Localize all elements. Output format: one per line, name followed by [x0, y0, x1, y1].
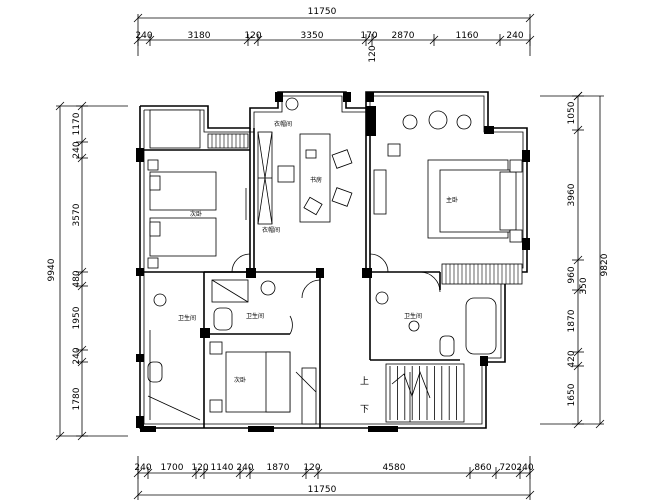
- master-bedroom-label: 主卧: [446, 196, 458, 204]
- wardrobe: [301, 367, 317, 425]
- right-segment-dimension: 1870: [567, 309, 577, 332]
- bottom-segment-dimension: 4580: [383, 463, 406, 473]
- bottom-segment-dimension: 720: [499, 463, 516, 473]
- study-label: 书房: [310, 176, 322, 184]
- armchair-icon: [402, 114, 418, 130]
- bottom-total-dimension: 11750: [308, 485, 337, 495]
- bottom-segment-dimension: 1700: [161, 463, 184, 473]
- bathroom-label: 卫生间: [246, 312, 264, 320]
- bottom-segment-dimension: 240: [236, 463, 253, 473]
- stair-down-label: 下: [360, 405, 369, 415]
- bedroom-label: 次卧: [190, 210, 202, 218]
- bedroom-label: 次卧: [234, 376, 246, 384]
- right-segment-dimension: 420: [567, 350, 577, 367]
- sink-icon: [153, 293, 167, 307]
- left-segment-dimension: 3570: [72, 203, 82, 226]
- center-bathroom: 卫生间: [211, 279, 276, 331]
- master-bedroom: 主卧: [373, 110, 523, 285]
- bathroom-label: 卫生间: [404, 312, 422, 320]
- plant-icon: [285, 97, 299, 111]
- left-segment-dimension: 1780: [72, 387, 82, 410]
- top-segment-dimension: 240: [506, 31, 523, 41]
- sink-icon: [375, 291, 389, 305]
- bathtub-icon: [465, 297, 497, 355]
- right-total-dimension: 9820: [600, 253, 610, 276]
- stair-up-label: 上: [360, 376, 369, 387]
- bottom-segment-dimension: 120: [191, 463, 208, 473]
- armchair-icon: [456, 114, 472, 130]
- side-table-icon: [428, 110, 448, 130]
- right-segment-dimension: 960: [567, 266, 577, 283]
- top-dimension-lines: [133, 13, 535, 56]
- top-segment-dimension: 2870: [392, 31, 415, 41]
- closet-label: 衣帽间: [274, 120, 292, 128]
- chair-icon: [331, 187, 353, 207]
- left-segment-dimension: 1170: [72, 112, 82, 135]
- bottom-segment-dimension: 860: [474, 463, 491, 473]
- bottom-segment-dimension: 240: [516, 463, 533, 473]
- interior-walls: [140, 106, 460, 428]
- left-total-dimension: 9940: [47, 258, 57, 281]
- bed-icon: [149, 171, 217, 211]
- chair-icon: [305, 149, 317, 159]
- top-extra-dimension: 120: [368, 45, 378, 62]
- chair-icon: [303, 196, 323, 216]
- desk: [373, 169, 387, 215]
- bottom-segment-dimension: 1870: [267, 463, 290, 473]
- study-room: 书房 衣帽间 衣帽间: [257, 97, 353, 234]
- right-extra-dimension: 350: [579, 277, 589, 294]
- right-segment-dimension: 1050: [567, 101, 577, 124]
- toilet-icon: [213, 307, 233, 331]
- top-segment-dimension: 1160: [456, 31, 479, 41]
- left-segment-dimension: 1950: [72, 306, 82, 329]
- left-bedroom: 次卧: [147, 109, 249, 269]
- center-bedroom: 次卧: [209, 341, 317, 425]
- top-total-dimension: 11750: [308, 7, 337, 17]
- bottom-segment-dimension: 120: [303, 463, 320, 473]
- left-segment-dimension: 480: [72, 270, 82, 287]
- right-segment-dimension: 1650: [567, 383, 577, 406]
- toilet-icon: [147, 361, 163, 383]
- top-segment-dimension: 240: [135, 31, 152, 41]
- right-dimension-lines: [540, 91, 605, 429]
- bottom-dimension-lines: [133, 456, 535, 500]
- top-segment-dimension: 3350: [301, 31, 324, 41]
- right-bathroom: 卫生间: [375, 291, 497, 357]
- bed-icon: [149, 217, 217, 257]
- top-segment-dimension: 120: [244, 31, 261, 41]
- chair-icon: [387, 143, 401, 157]
- bed-icon: [439, 169, 511, 233]
- left-segment-dimension: 240: [72, 347, 82, 364]
- left-bathroom: 卫生间: [147, 293, 201, 421]
- chair-icon: [331, 149, 353, 169]
- left-segment-dimension: 240: [72, 141, 82, 158]
- staircase: 上 下: [360, 363, 465, 423]
- bathroom-label: 卫生间: [178, 314, 196, 322]
- left-dimension-lines: [55, 101, 128, 441]
- right-segment-dimension: 3960: [567, 183, 577, 206]
- top-segment-dimension: 3180: [188, 31, 211, 41]
- sink-icon: [260, 280, 276, 296]
- bottom-segment-dimension: 1140: [211, 463, 234, 473]
- doors: [231, 253, 441, 335]
- toilet-icon: [439, 335, 455, 357]
- armchair-icon: [277, 165, 295, 183]
- closet-label: 衣帽间: [262, 226, 280, 234]
- balcony-cabinet: [149, 109, 201, 149]
- bottom-segment-dimension: 240: [134, 463, 151, 473]
- exterior-walls: [136, 91, 530, 432]
- top-segment-dimension: 170: [360, 31, 377, 41]
